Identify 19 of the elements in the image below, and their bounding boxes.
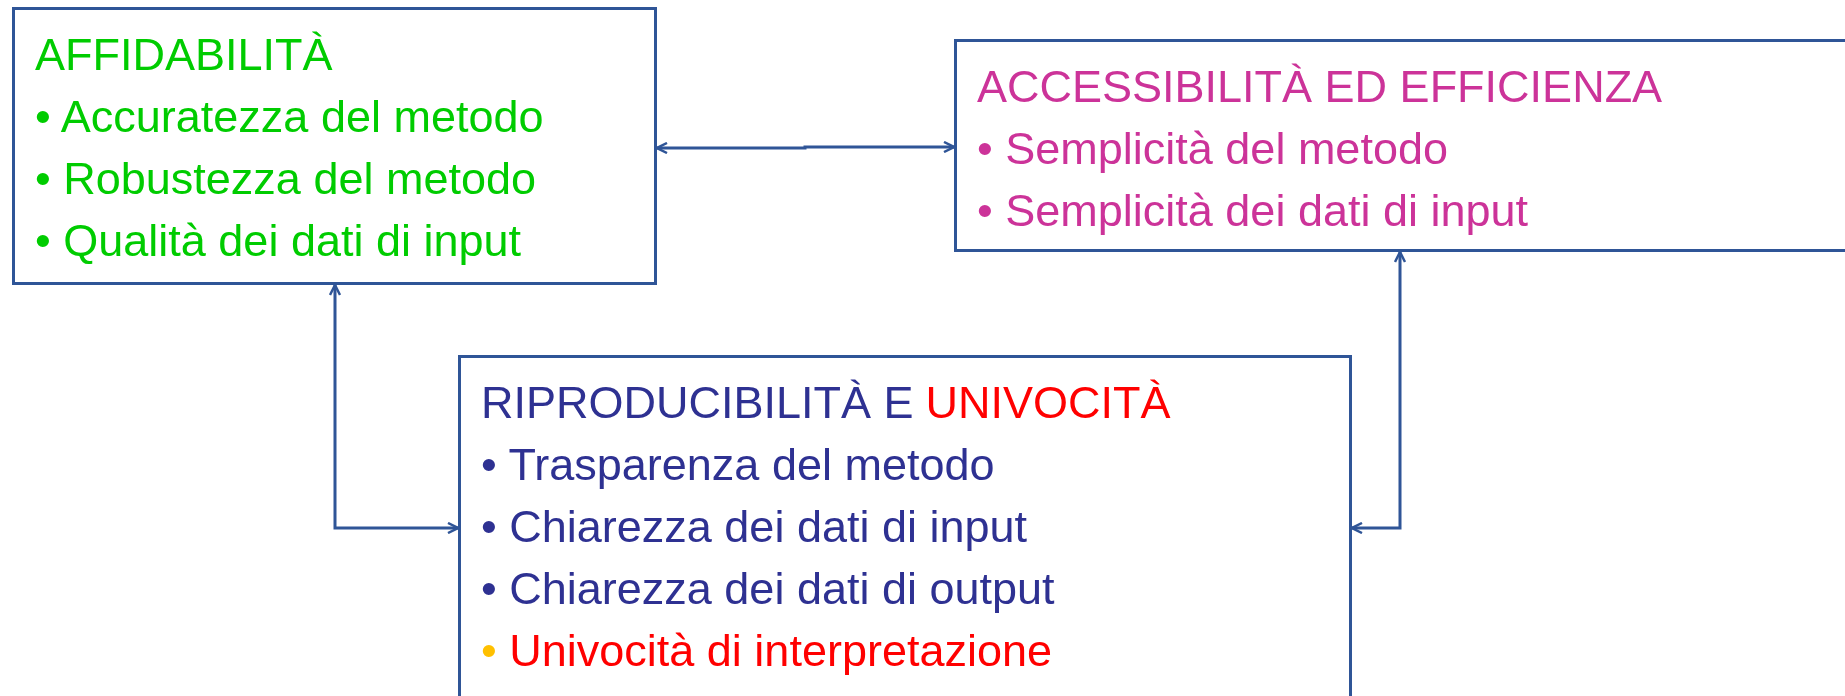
text-box [458, 355, 1352, 696]
heading-text: ACCESSIBILITÀ ED EFFICIENZA [977, 60, 1664, 114]
heading-text: RIPRODUCIBILITÀ E [481, 376, 914, 430]
bullet-text: • Univocità di interpretazione [481, 624, 1054, 678]
bullet-text: • Chiarezza dei dati di input [481, 500, 1029, 554]
double-arrow [655, 140, 956, 155]
bullet-text: • Trasparenza del metodo [481, 438, 996, 492]
heading-text: UNIVOCITÀ [925, 376, 1171, 430]
double-arrow [1350, 250, 1407, 535]
bullet-text: • Chiarezza dei dati di output [481, 562, 1056, 616]
bullet-text: • Robustezza del metodo [35, 152, 538, 206]
bullet-text: • Qualità dei dati di input [35, 214, 523, 268]
double-arrow [328, 283, 460, 535]
text-box [954, 39, 1845, 252]
bullet-text: • Semplicità del metodo [977, 122, 1449, 176]
heading-text: AFFIDABILITÀ [35, 28, 334, 82]
bullet-text: • Semplicità dei dati di input [977, 184, 1530, 238]
bullet-text: • Accuratezza del metodo [35, 90, 545, 144]
text-box [12, 7, 657, 285]
